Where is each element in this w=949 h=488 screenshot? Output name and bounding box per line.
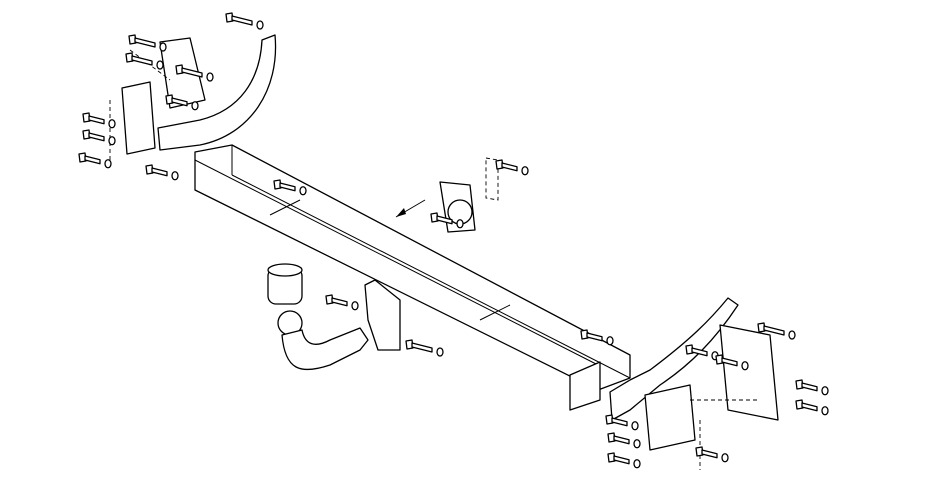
bolt <box>128 34 167 52</box>
bolt <box>273 179 307 196</box>
bolt <box>795 379 829 396</box>
bolt <box>580 329 614 346</box>
bolt <box>325 294 359 311</box>
cross-beam <box>194 144 631 411</box>
bolt <box>695 446 729 463</box>
bolt <box>165 94 199 111</box>
bolt <box>495 159 529 176</box>
bolt <box>607 452 641 469</box>
bolt <box>405 339 444 357</box>
bolt <box>145 164 179 181</box>
bolt <box>757 322 796 340</box>
right-bracket <box>609 297 779 470</box>
bolt <box>175 64 214 82</box>
bolt <box>605 414 639 431</box>
bolt <box>795 399 829 416</box>
bolt <box>82 129 116 146</box>
bolt <box>430 212 464 229</box>
fasteners <box>78 12 829 469</box>
bolt <box>125 52 164 70</box>
tow-ball-hitch <box>267 263 401 371</box>
bolt <box>82 112 116 129</box>
bolt <box>607 432 641 449</box>
bolt <box>715 354 749 371</box>
bolt <box>78 152 112 169</box>
bolt <box>225 12 264 30</box>
